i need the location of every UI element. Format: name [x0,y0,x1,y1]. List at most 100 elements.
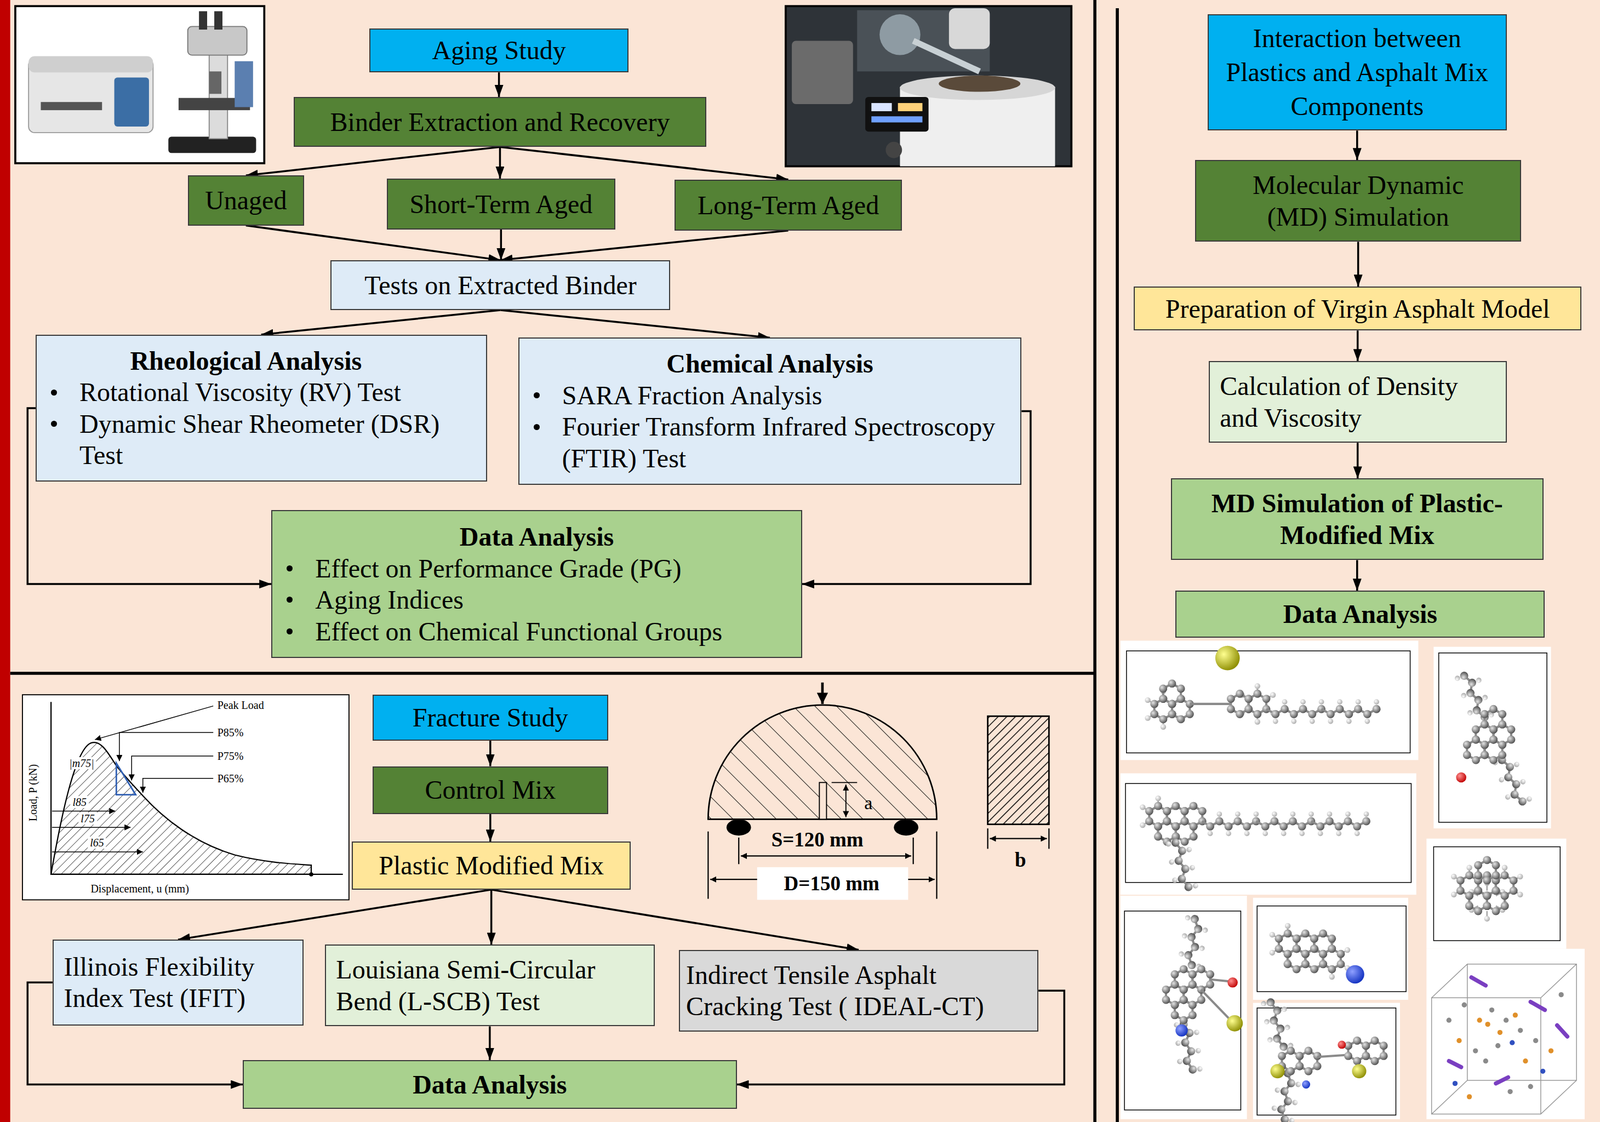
connector-arrow [488,1026,491,1060]
load-displacement-chart [116,763,136,796]
molecule-models [1452,1081,1458,1087]
connector-arrow [490,889,493,946]
rotary-evaporator-photo [791,40,854,104]
molecule-models [1120,895,1248,1120]
molecule-models [1301,1080,1311,1089]
text-row: Data Analysis [282,521,791,553]
rotary-evaporator-photo [865,96,929,132]
bullet-dot [50,389,57,396]
figure-label: b [1014,849,1027,872]
figure-label: S=120 mm [769,828,866,851]
load-displacement-chart [22,694,350,900]
connector-arrow [499,146,788,180]
molecule-models [1456,1012,1554,1100]
rotary-evaporator-photo [785,6,1072,167]
scb-specimen [726,819,752,836]
molecule-models [1271,699,1326,724]
rotary-evaporator-photo [879,14,920,55]
connector-arrow [178,889,492,940]
process-box: Indirect Tensile Asphalt Cracking Test (… [678,950,1039,1032]
process-box: Aging Study [369,28,629,73]
scb-specimen [845,784,847,818]
figure-label: a [864,792,873,814]
box-text: Data Analysis [412,1069,567,1101]
list-box: Data AnalysisEffect on Performance Grade… [271,510,803,659]
box-text: Molecular Dynamic (MD) Simulation [1235,169,1482,233]
molecule-models [1337,1040,1346,1049]
molecule-models [1316,811,1371,837]
process-box: Tests on Extracted Binder [330,260,671,311]
load-displacement-chart [50,701,52,875]
molecule-models [1495,1043,1501,1049]
bullet-dot [533,424,540,431]
scb-specimen [893,819,919,836]
process-box: Louisiana Semi-Circular Bend (L-SCB) Tes… [324,944,655,1027]
molecule-models [1170,996,1197,1025]
page-frame [10,671,1096,676]
box-text: Dynamic Shear Rheometer (DSR) Test [79,408,445,472]
molecule-models [1480,705,1507,734]
process-box: Calculation of Density and Viscosity [1208,361,1507,443]
process-box: Preparation of Virgin Asphalt Model [1133,286,1582,331]
text-row: Long-Term Aged [686,189,891,222]
molecule-models [1461,1002,1467,1008]
text-row: Dynamic Shear Rheometer (DSR) Test [47,408,445,472]
figure-label: Load, P (kN) [26,764,39,822]
scb-specimen [738,837,740,865]
text-row: Aging Indices [282,584,791,616]
ftir-photo [234,61,254,108]
molecule-models [1558,992,1564,998]
text-row: Plastic Modified Mix [363,849,620,882]
scb-specimen [821,682,825,705]
molecule-models [1522,1058,1528,1064]
process-box: Interaction between Plastics and Asphalt… [1207,14,1507,131]
molecule-models [1317,1055,1348,1058]
box-text: MD Simulation of Plastic-Modified Mix [1181,487,1533,551]
text-row: Rotational Viscosity (RV) Test [47,376,445,409]
text-row: Molecular Dynamic (MD) Simulation [1235,169,1482,233]
text-row: Data Analysis [1186,598,1534,631]
box-text: Effect on Chemical Functional Groups [315,615,791,648]
molecule-models [1120,640,1585,1122]
list-box: Chemical AnalysisSARA Fraction AnalysisF… [518,337,1022,485]
figure-label: D=150 mm [781,872,882,895]
molecule-models [1261,811,1316,837]
molecule-models [1433,847,1560,941]
bullet-dot [286,596,293,603]
molecule-models [1495,1077,1508,1084]
molecule-models [1158,679,1185,708]
connector-arrow [1356,442,1359,479]
scb-specimen [707,705,937,820]
molecule-models [1215,646,1240,671]
figure-label: Displacement, u (mm) [90,882,189,895]
ftir-photo [15,6,265,164]
connector-arrow [1356,130,1359,160]
molecule-models [1557,1025,1568,1037]
ftir-photo [209,71,222,94]
molecule-models [1210,979,1231,982]
connectors [27,72,1358,1085]
rotary-evaporator-photo [949,8,990,49]
scb-specimen [740,855,912,857]
rotary-evaporator-photo [871,116,923,123]
process-box: Short-Term Aged [386,178,616,230]
molecule-models [1201,989,1231,1021]
molecule-models [1120,773,1417,896]
molecule-models [1433,647,1551,829]
load-displacement-chart [52,826,131,828]
ftir-photo [114,77,150,127]
ftir-photo [187,26,248,55]
text-row: Data Analysis [254,1069,726,1101]
box-text: Illinois Flexibility Index Test (IFIT) [63,951,293,1015]
connector-arrow [500,229,503,261]
molecule-models [1507,1089,1513,1095]
text-row: Effect on Chemical Functional Groups [282,615,791,648]
molecule-models [1126,650,1411,753]
box-text: Data Analysis [1283,598,1438,631]
molecule-models [1452,1040,1546,1087]
box-text: Long-Term Aged [697,189,879,222]
box-text: Tests on Extracted Binder [364,269,637,302]
ftir-photo [214,10,223,30]
heading-text: Data Analysis [282,521,791,553]
process-box: Plastic Modified Mix [351,841,631,890]
